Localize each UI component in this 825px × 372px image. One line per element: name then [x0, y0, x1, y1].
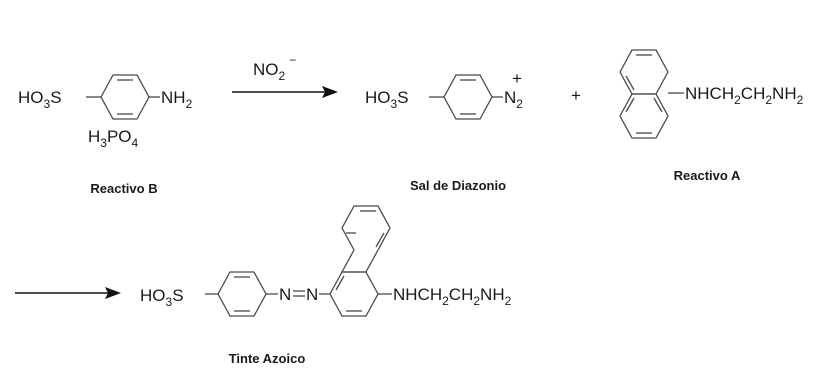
reactant-b-left-group: HO3S: [18, 88, 62, 111]
benzene-ring: [100, 74, 150, 120]
diazonium-structure: HO3S N2 +: [365, 69, 523, 120]
reaction-arrow-1: NO2−: [232, 53, 338, 98]
azo-nitrogen-1: N: [279, 285, 291, 304]
naphthalene-lower-ring: [619, 93, 669, 139]
naphthalene-upper-ring: [619, 49, 669, 95]
arrow-head: [105, 287, 121, 299]
positive-charge: +: [512, 69, 522, 88]
double-bond: [335, 275, 345, 291]
benzene-ring: [217, 271, 267, 317]
arrow-head: [322, 86, 338, 98]
caption-reactive-b: Reactivo B: [90, 181, 157, 196]
azo-dye-structure: HO3S N N NHCH2CH2NH2: [140, 205, 512, 317]
reactant-b-amine-group: NH2: [161, 88, 193, 111]
reactive-a-structure: NHCH2CH2NH2: [619, 49, 804, 139]
azo-nitrogen-2: N: [306, 285, 318, 304]
reactant-b-structure: HO3S NH2: [18, 74, 193, 120]
product-side-chain: NHCH2CH2NH2: [393, 285, 512, 308]
double-bond: [625, 97, 635, 113]
reaction-arrow-2: [15, 287, 121, 299]
double-bond: [653, 97, 663, 113]
plus-sign: +: [571, 86, 581, 105]
double-bond: [625, 75, 635, 91]
reactive-a-side-chain: NHCH2CH2NH2: [685, 84, 804, 107]
naphthalene-upper-ring: [340, 205, 391, 273]
double-bond: [375, 232, 385, 248]
diazonium-left-group: HO3S: [365, 88, 409, 111]
diazonium-n2-group: N2: [504, 88, 523, 111]
caption-reactive-a: Reactivo A: [674, 168, 741, 183]
caption-azo-dye: Tinte Azoico: [229, 351, 306, 366]
caption-diazonium-salt: Sal de Diazonio: [410, 178, 506, 193]
benzene-ring: [443, 74, 493, 120]
product-left-group: HO3S: [140, 286, 184, 309]
nitrite-reagent-label: NO2−: [253, 53, 296, 83]
naphthalene-lower-ring: [329, 271, 379, 317]
phosphoric-acid-label: H3PO4: [88, 127, 139, 150]
